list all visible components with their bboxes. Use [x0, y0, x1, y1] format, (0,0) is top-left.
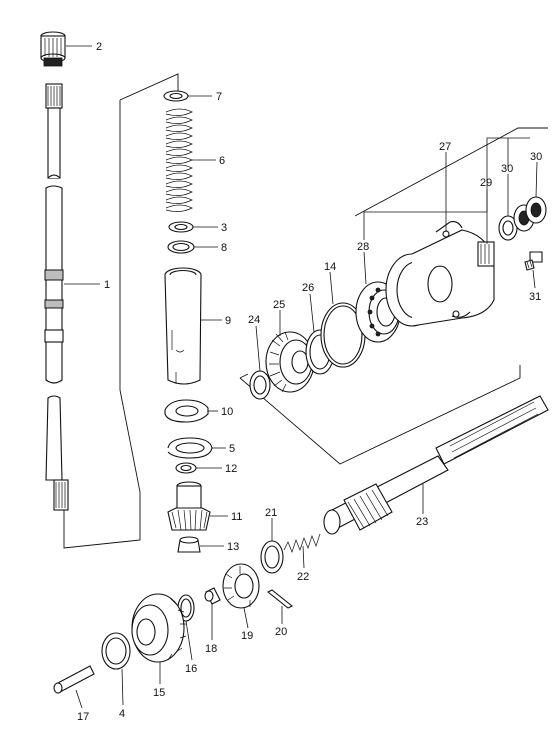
part-9-sleeve [164, 267, 202, 385]
part-23-propeller-shaft [323, 395, 549, 535]
callout-31: 31 [529, 291, 541, 303]
callout-17: 17 [77, 711, 89, 723]
part-21-ring [260, 540, 284, 574]
part-4-shim [101, 632, 131, 670]
callout-18: 18 [205, 643, 217, 655]
part-13-nut [177, 536, 201, 553]
callout-30-left: 30 [501, 163, 513, 175]
callout-25: 25 [273, 299, 285, 311]
callout-2: 2 [96, 41, 102, 53]
callout-6: 6 [219, 155, 225, 167]
part-15-forward-gear [131, 593, 187, 663]
part-27-bearing-housing [385, 221, 495, 327]
callout-11: 11 [231, 511, 242, 523]
callout-23: 23 [416, 516, 428, 528]
callout-22: 22 [297, 571, 309, 583]
callout-5: 5 [229, 443, 235, 455]
callout-19: 19 [241, 630, 253, 642]
part-6-spring [165, 108, 193, 212]
part-10-plate [164, 399, 209, 423]
part-19-clutch [222, 563, 260, 609]
part-11-pinion-gear [167, 481, 211, 531]
callout-27: 27 [439, 141, 451, 153]
callout-30-right: 30 [530, 151, 542, 163]
part-2-needle-bearing [40, 31, 66, 67]
leader-lines [64, 45, 538, 709]
part-24-shim [249, 370, 271, 400]
callout-9: 9 [225, 315, 231, 327]
part-5-snap-ring [167, 437, 213, 459]
callout-labels: 2 1 7 6 3 8 9 10 5 12 11 13 14 26 25 24 … [77, 41, 542, 723]
callout-1: 1 [104, 279, 110, 291]
callout-21: 21 [265, 507, 277, 519]
part-25-bevel-gear [265, 331, 315, 393]
part-18-push-pin [204, 587, 221, 605]
part-7-shim [163, 90, 189, 102]
callout-15: 15 [153, 687, 165, 699]
callout-12: 12 [225, 463, 237, 475]
part-12-washer [175, 462, 197, 474]
callout-28: 28 [357, 241, 369, 253]
part-20-pin [266, 589, 294, 609]
callout-10: 10 [221, 406, 233, 418]
callout-26: 26 [302, 282, 314, 294]
callout-16: 16 [185, 663, 197, 675]
part-14-circlip [320, 302, 366, 368]
callout-3: 3 [221, 222, 227, 234]
part-31-bolt [524, 251, 543, 271]
part-22-spring [283, 533, 321, 554]
callout-13: 13 [227, 541, 239, 553]
callout-24: 24 [248, 314, 260, 326]
part-30-oil-seals [513, 196, 547, 232]
callout-14: 14 [324, 261, 336, 273]
part-3-washer [168, 221, 194, 233]
callout-8: 8 [221, 242, 227, 254]
part-17-cam [53, 665, 95, 694]
part-1-drive-shaft [44, 83, 69, 511]
horizontal-group-bracket [239, 127, 548, 465]
callout-4: 4 [119, 708, 125, 720]
callout-29: 29 [480, 177, 492, 189]
vertical-group-bracket [63, 73, 179, 549]
part-8-ring [167, 240, 195, 254]
callout-7: 7 [216, 91, 222, 103]
callout-20: 20 [275, 626, 287, 638]
